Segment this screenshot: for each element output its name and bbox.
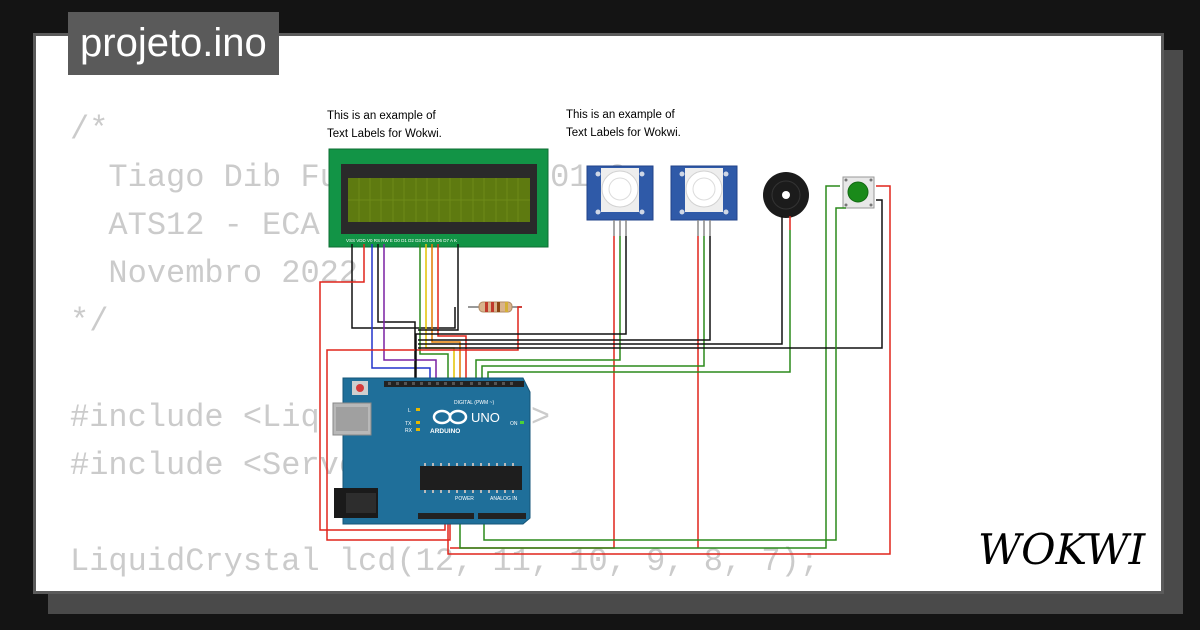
pushbutton-icon[interactable] xyxy=(842,176,875,209)
wires xyxy=(319,185,891,555)
arduino-model-label: UNO xyxy=(471,410,500,425)
infinity-logo-icon xyxy=(432,409,468,425)
tx-led-label: TX xyxy=(405,421,412,427)
pir-sensor-2[interactable] xyxy=(670,165,738,236)
power-label: POWER xyxy=(455,496,474,502)
lcd-display[interactable]: VSS VDD V0 RS RW E D0 D1 D2 D3 D4 D5 D6 … xyxy=(328,148,549,248)
arduino-brand-label: ARDUINO xyxy=(430,428,460,435)
on-led-label: ON xyxy=(510,421,518,427)
code-line-5: */ xyxy=(70,303,109,340)
text-label-2-line-2: Text Labels for Wokwi. xyxy=(566,127,681,139)
text-label-1-line-2: Text Labels for Wokwi. xyxy=(327,128,442,140)
resistor-icon[interactable] xyxy=(468,301,522,313)
arduino-uno[interactable]: UNO ARDUINO DIGITAL (PWM ~) POWER ANALOG… xyxy=(332,377,531,525)
code-line-10: LiquidCrystal lcd(12, 11, 10, 9, 8, 7); xyxy=(70,543,819,580)
project-title[interactable]: projeto.ino xyxy=(68,12,279,75)
code-line-1: /* xyxy=(70,111,109,148)
analog-label: ANALOG IN xyxy=(490,496,518,502)
l-led-label: L xyxy=(408,408,411,414)
pir-sensor-1[interactable] xyxy=(586,165,654,236)
text-label-2-line-1: This is an example of xyxy=(566,109,675,121)
code-line-8: #include <Servo xyxy=(70,447,359,484)
text-label-1-line-1: This is an example of xyxy=(327,110,436,122)
rx-led-label: RX xyxy=(405,428,413,434)
code-line-3: ATS12 - ECA xyxy=(70,207,320,244)
lcd-pin-labels: VSS VDD V0 RS RW E D0 D1 D2 D3 D4 D5 D6 … xyxy=(346,238,457,243)
buzzer-icon[interactable] xyxy=(763,172,809,230)
wokwi-logo[interactable]: WOKWI xyxy=(976,522,1151,574)
digital-pins-label: DIGITAL (PWM ~) xyxy=(454,400,494,406)
wokwi-logo-text: WOKWI xyxy=(978,525,1147,574)
